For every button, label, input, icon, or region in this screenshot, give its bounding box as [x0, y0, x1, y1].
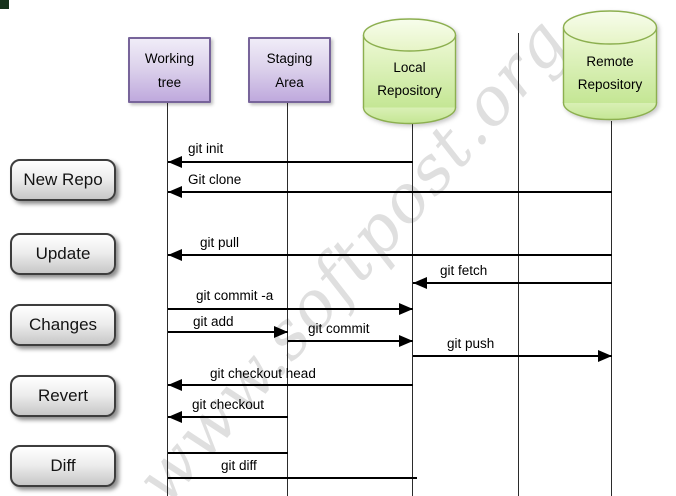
database-cylinder-icon: [562, 10, 658, 121]
message-label-git-commit-a: git commit -a: [196, 288, 274, 303]
changes-button[interactable]: Changes: [10, 304, 116, 346]
arrow-git-pull: [168, 249, 612, 261]
message-label-git-commit: git commit: [308, 321, 370, 336]
actor-working-tree: Working tree: [128, 37, 211, 103]
actor-working-tree-label-1: Working: [144, 50, 195, 66]
actor-local-repository: Local Repository: [362, 18, 457, 125]
update-button[interactable]: Update: [10, 233, 116, 275]
changes-button-label: Changes: [28, 315, 98, 334]
message-label-git-checkout-head: git checkout head: [210, 366, 316, 381]
arrow-git-commit-a: [168, 303, 413, 315]
update-button-label: Update: [35, 244, 91, 263]
arrow-git-push: [413, 350, 612, 362]
message-label-git-diff: git diff: [221, 458, 257, 473]
arrow-git-fetch: [413, 277, 612, 289]
arrow-git-init: [168, 156, 413, 168]
lifeline-staging-area: [287, 103, 289, 496]
actor-staging-area: Staging Area: [248, 37, 331, 103]
git-diff-upper-line: [168, 452, 288, 454]
message-label-git-clone: Git clone: [188, 172, 242, 187]
lifeline-remote-repository: [611, 121, 613, 496]
actor-local-repository-label-1: Local: [393, 59, 426, 75]
corner-artifact: [0, 0, 9, 9]
new-repo-button[interactable]: New Repo: [10, 159, 116, 201]
lifeline-working-tree: [167, 103, 169, 496]
message-label-git-init: git init: [188, 141, 224, 156]
actor-remote-repository: Remote Repository: [562, 10, 658, 121]
actor-staging-area-label-1: Staging: [266, 50, 313, 66]
actor-remote-repository-label-2: Repository: [577, 76, 643, 92]
actor-staging-area-label-2: Area: [275, 74, 304, 90]
diff-button[interactable]: Diff: [10, 445, 116, 487]
arrow-git-checkout: [168, 411, 288, 423]
arrow-git-checkout-head: [168, 379, 413, 391]
message-label-git-checkout: git checkout: [192, 397, 265, 412]
actor-working-tree-label-2: tree: [157, 74, 182, 90]
arrow-git-clone: [168, 186, 612, 198]
diff-button-label: Diff: [50, 456, 76, 475]
message-label-git-fetch: git fetch: [440, 263, 488, 278]
actor-remote-repository-label-1: Remote: [586, 53, 634, 69]
message-label-git-add: git add: [193, 314, 234, 329]
arrow-git-add: [168, 326, 288, 338]
message-label-git-pull: git pull: [200, 235, 240, 250]
database-cylinder-icon: [362, 18, 457, 125]
actor-local-repository-label-2: Repository: [377, 82, 442, 98]
arrow-git-commit: [288, 335, 413, 347]
message-label-git-push: git push: [447, 336, 495, 351]
revert-button-label: Revert: [37, 386, 89, 405]
git-diff-lower-line: [168, 477, 417, 479]
lifeline-unlabeled: [518, 33, 520, 496]
revert-button[interactable]: Revert: [10, 375, 116, 417]
new-repo-button-label: New Repo: [23, 170, 103, 189]
